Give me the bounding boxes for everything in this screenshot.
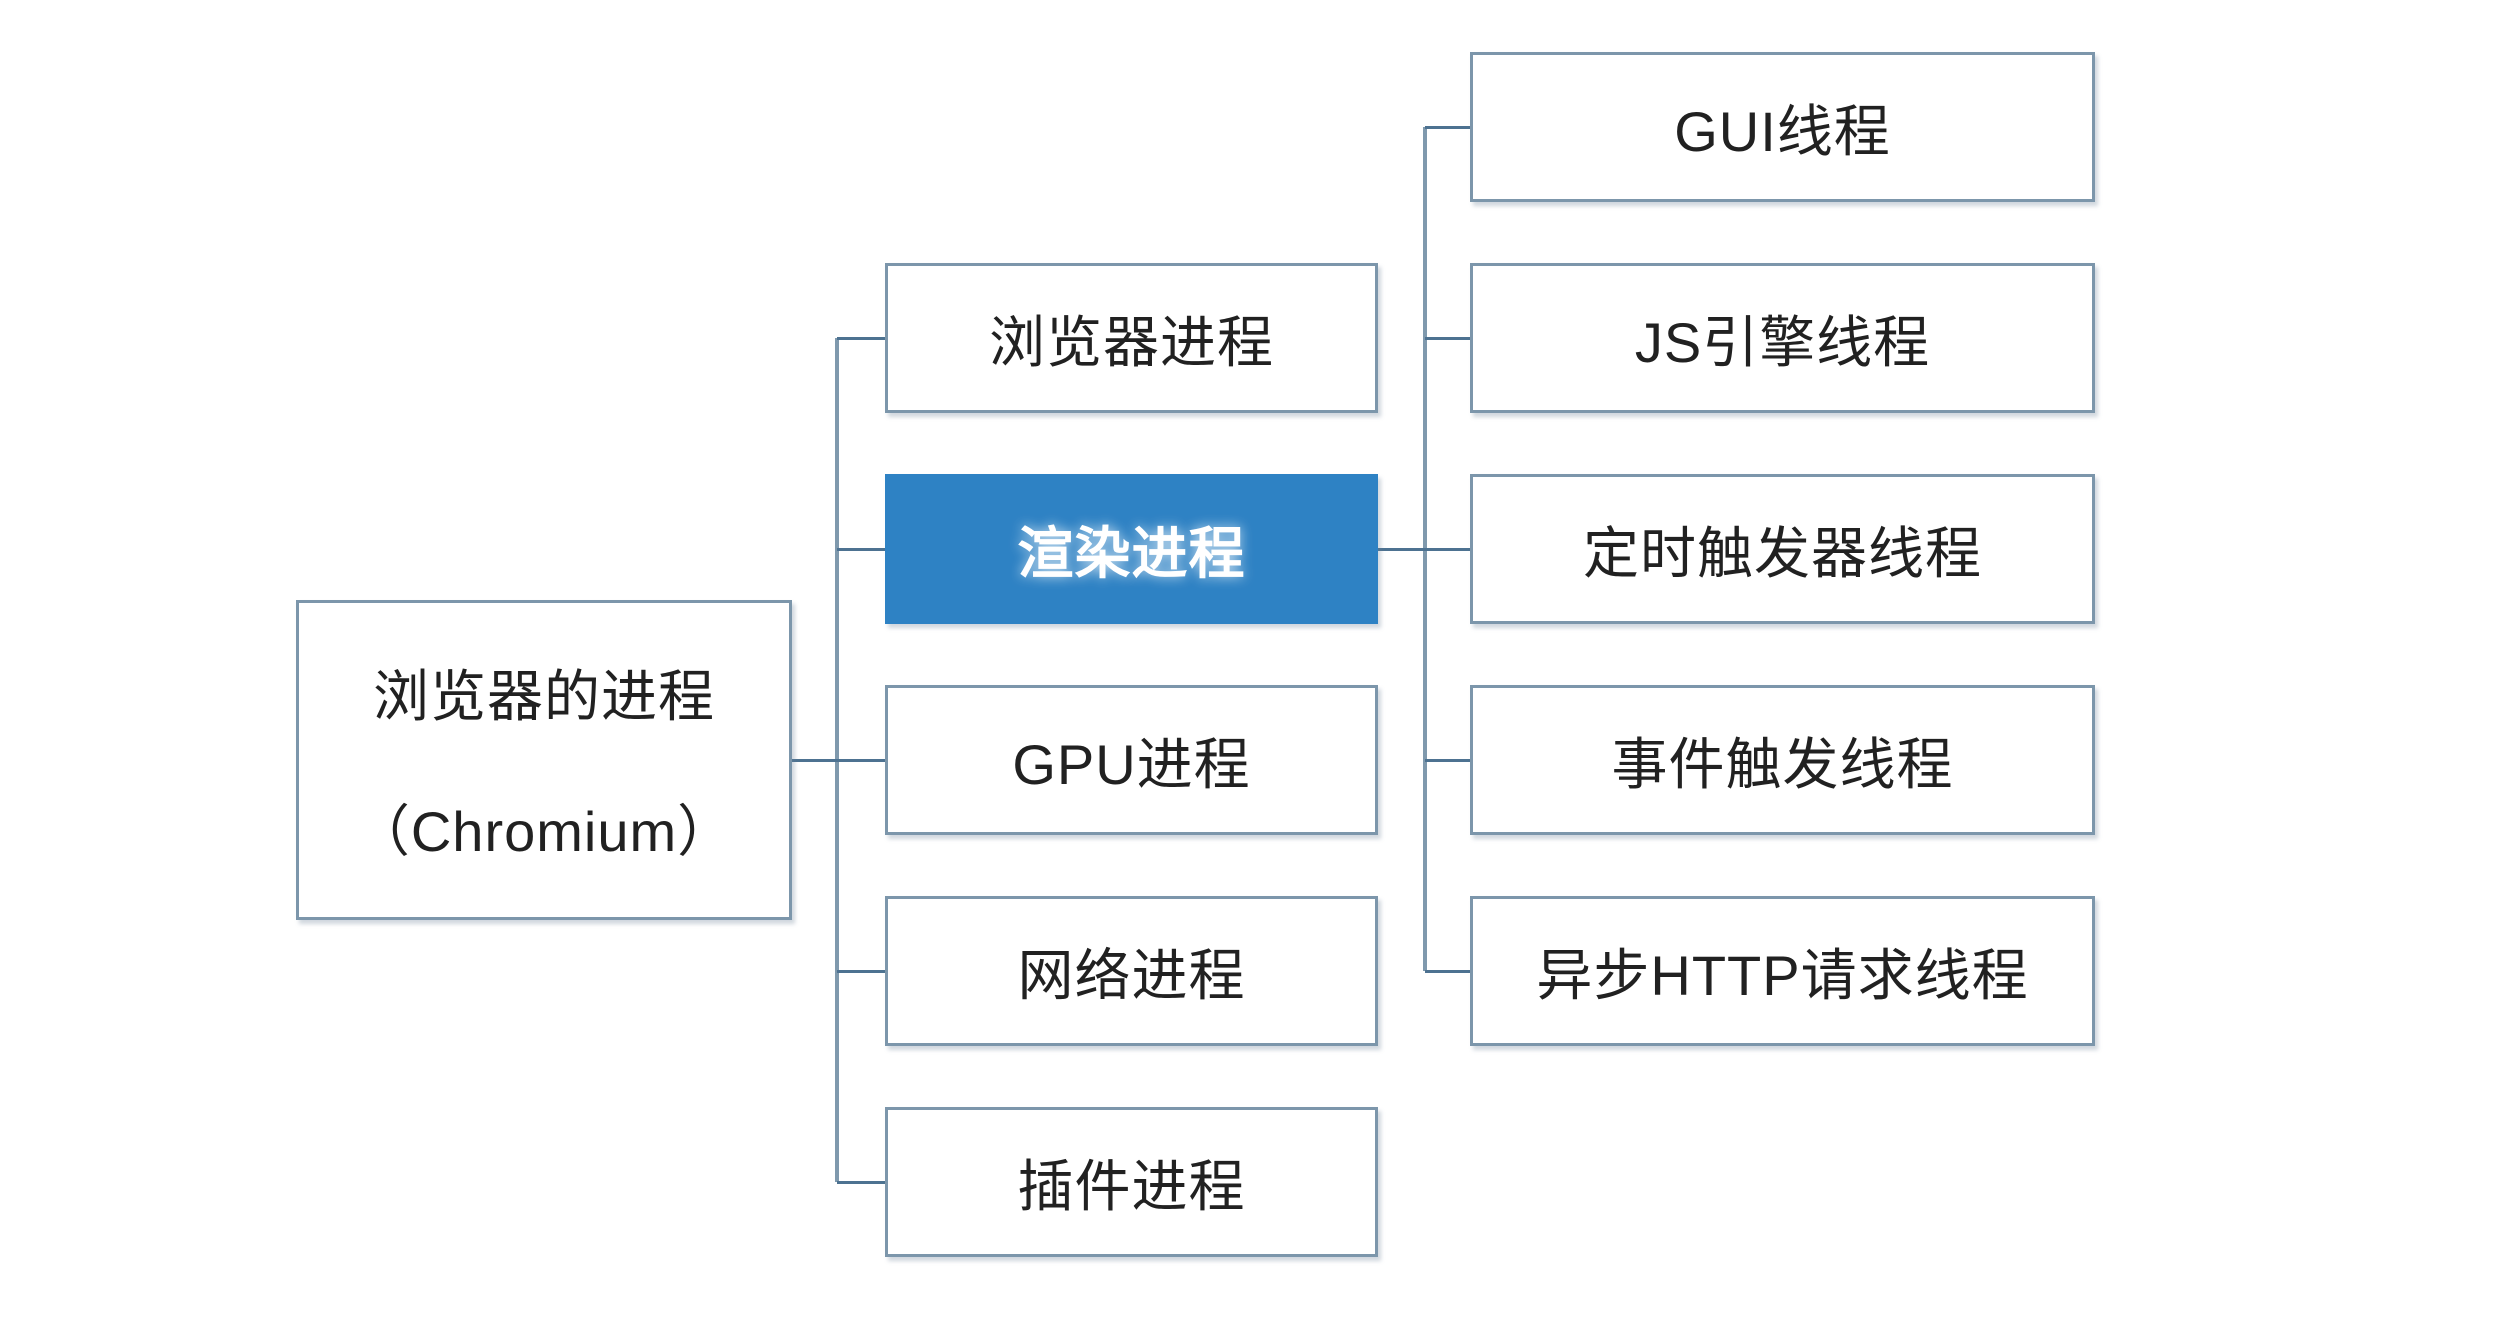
node-label: 渲染进程 bbox=[1017, 521, 1246, 585]
node-browser-process: 浏览器进程 bbox=[885, 263, 1378, 413]
node-network-process: 网络进程 bbox=[885, 896, 1378, 1046]
connector-branch-browser-process bbox=[837, 337, 885, 340]
node-label: 插件进程 bbox=[1017, 1154, 1246, 1218]
node-gpu-process: GPU进程 bbox=[885, 685, 1378, 835]
node-label: GPU进程 bbox=[1012, 732, 1251, 796]
connector-branch-render-process bbox=[837, 548, 885, 551]
node-render-process: 渲染进程 bbox=[885, 474, 1378, 624]
connector-branch-js-thread bbox=[1425, 337, 1470, 340]
connector-branch-network-process bbox=[837, 970, 885, 973]
node-plugin-process: 插件进程 bbox=[885, 1107, 1378, 1257]
node-timer-thread: 定时触发器线程 bbox=[1470, 474, 2095, 624]
node-async-http-thread: 异步HTTP请求线程 bbox=[1470, 896, 2095, 1046]
root-label-line1: 浏览器的进程 bbox=[373, 665, 715, 728]
node-label: GUI线程 bbox=[1674, 99, 1891, 163]
connector-branch-http-thread bbox=[1425, 970, 1470, 973]
node-browser-process-root: 浏览器的进程 （Chromium） bbox=[296, 600, 792, 920]
connector-render-to-trunk bbox=[1378, 548, 1470, 551]
node-label: 网络进程 bbox=[1017, 943, 1246, 1007]
node-label: JS引擎线程 bbox=[1634, 310, 1931, 374]
node-label: 定时触发器线程 bbox=[1583, 521, 1982, 585]
node-event-trigger-thread: 事件触发线程 bbox=[1470, 685, 2095, 835]
connector-branch-plugin-process bbox=[837, 1181, 885, 1184]
connector-root-to-trunk bbox=[792, 759, 885, 762]
connector-branch-event-thread bbox=[1425, 759, 1470, 762]
connector-branch-gui-thread bbox=[1425, 126, 1470, 129]
node-label: 浏览器进程 bbox=[989, 310, 1274, 374]
node-label: 事件触发线程 bbox=[1611, 732, 1954, 796]
root-label-line2: （Chromium） bbox=[353, 800, 735, 863]
node-gui-thread: GUI线程 bbox=[1470, 52, 2095, 202]
node-js-engine-thread: JS引擎线程 bbox=[1470, 263, 2095, 413]
node-label: 异步HTTP请求线程 bbox=[1536, 943, 2029, 1007]
